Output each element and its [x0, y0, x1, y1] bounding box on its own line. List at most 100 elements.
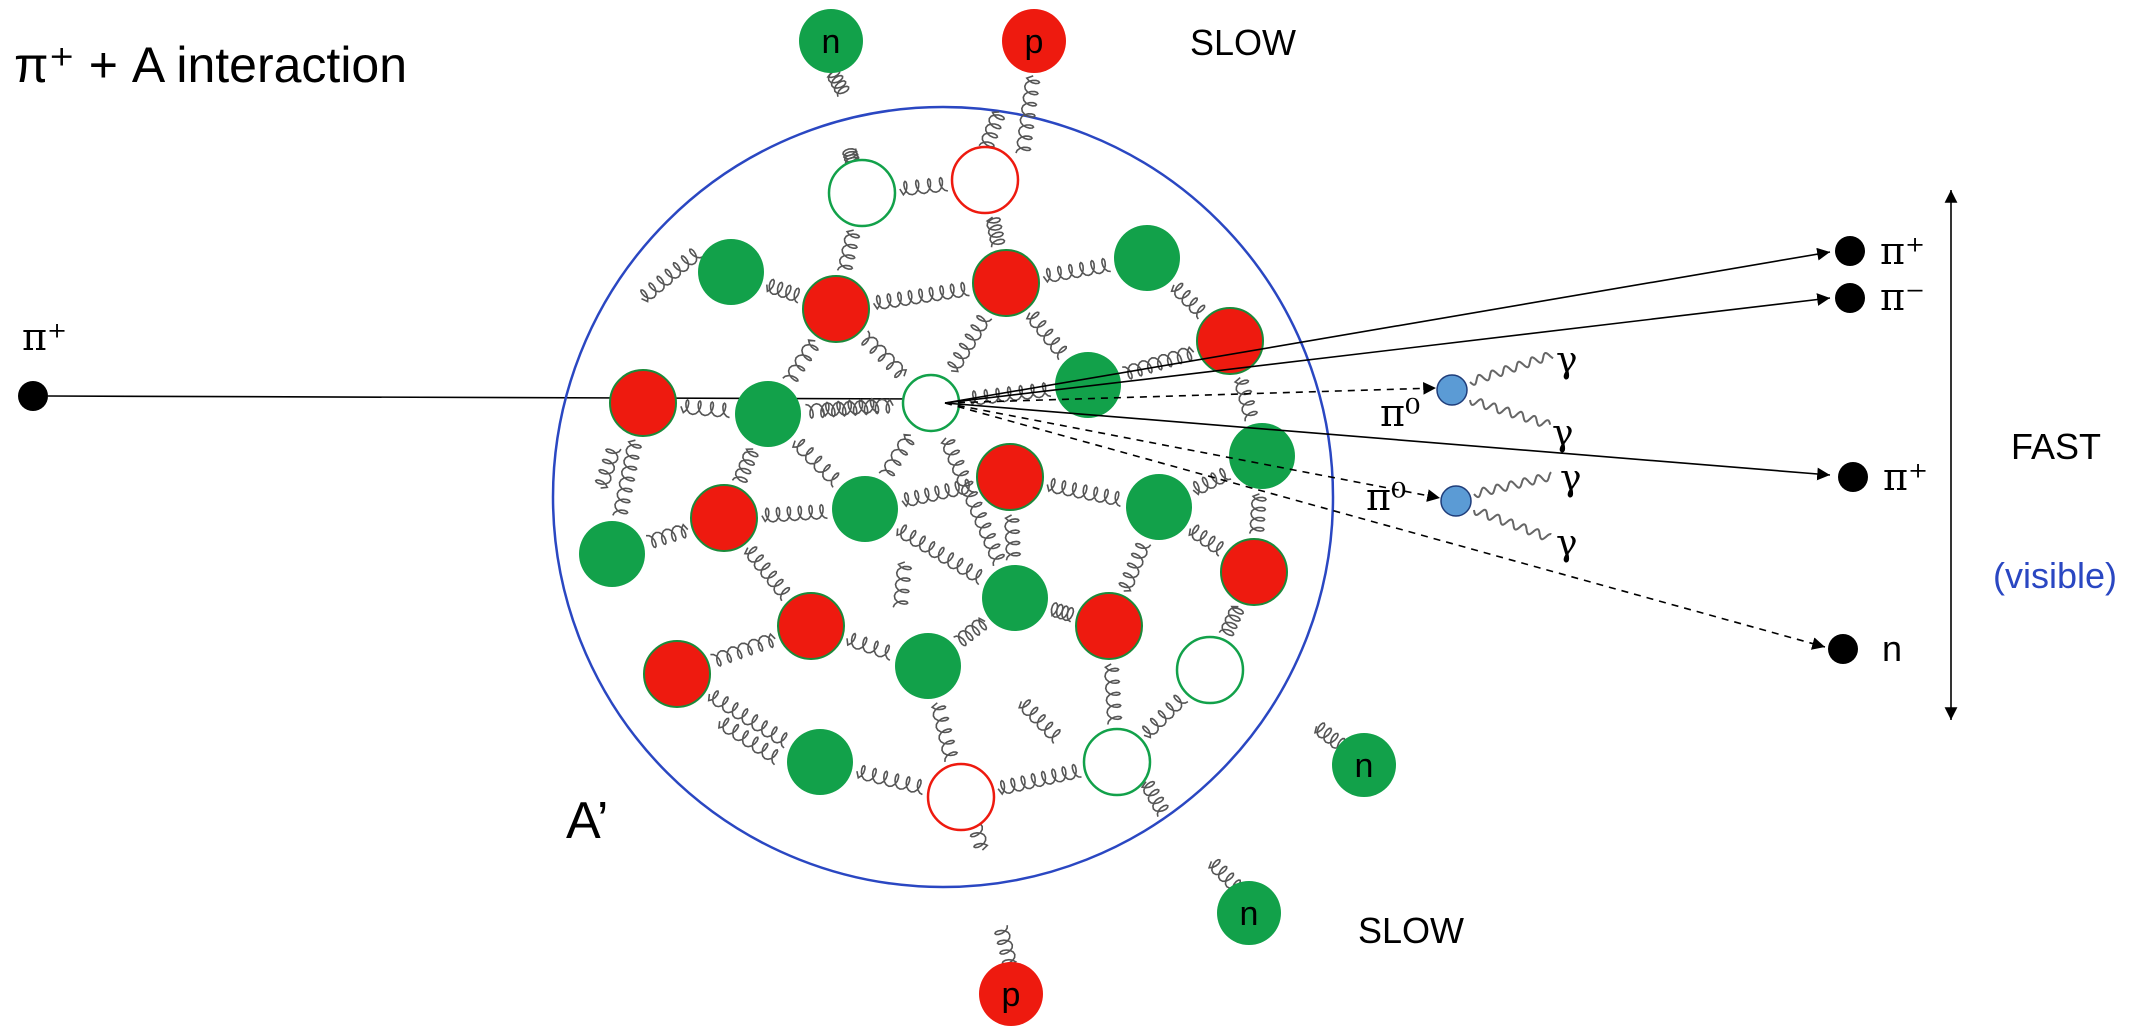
track-pi-plus-1: [944, 247, 1831, 404]
incoming-pion: [18, 381, 48, 411]
visible-label: (visible): [1993, 555, 2117, 596]
proton: [777, 592, 845, 660]
proton: [643, 640, 711, 708]
fast-label: FAST: [2011, 426, 2101, 467]
neutron: [787, 729, 853, 795]
gluon-spring: [846, 632, 891, 661]
gluon-spring: [940, 437, 1006, 566]
gluon-spring: [821, 397, 879, 417]
ejected-proton-bottom: [979, 962, 1043, 1026]
neutron-hole: [827, 158, 897, 228]
incoming-pion-label: π⁺: [22, 315, 67, 359]
neutron: [735, 381, 801, 447]
photon-3: [1473, 471, 1552, 499]
gluon-spring: [892, 561, 913, 608]
gluon-spring: [707, 690, 788, 749]
ejected-nucleons: n p n n p: [799, 9, 1396, 1026]
track-pi0-1: [944, 381, 1437, 404]
neutron-hole: [1175, 635, 1245, 705]
proton: [1075, 592, 1143, 660]
proton: [972, 249, 1040, 317]
gluon-spring: [731, 448, 759, 484]
proton: [690, 484, 758, 552]
gluon-spring: [791, 438, 840, 488]
gluon-spring: [1046, 477, 1121, 508]
gluon-spring: [896, 524, 983, 586]
slow-label-top: SLOW: [1190, 22, 1296, 63]
track-pi0-2: [944, 402, 1441, 502]
neutron: [1126, 474, 1192, 540]
pi0-label-1: π⁰: [1380, 391, 1420, 435]
gluon-spring: [1192, 467, 1232, 496]
proton: [1220, 538, 1288, 606]
track-pi-plus-2: [944, 402, 1831, 481]
gluon-spring: [1118, 542, 1152, 592]
gluon-spring: [1015, 75, 1041, 154]
photon-4: [1473, 508, 1552, 541]
slow-label-bottom: SLOW: [1358, 910, 1464, 951]
pi0-label-2: π⁰: [1366, 475, 1406, 519]
gluon-spring: [856, 764, 923, 796]
neutron: [698, 239, 764, 305]
gamma-label-2: γ: [1552, 413, 1574, 454]
gluon-spring: [901, 478, 975, 508]
gluon-spring: [953, 617, 988, 647]
photon-1: [1469, 352, 1554, 386]
gluon-spring: [612, 439, 643, 516]
outgoing-pi-plus-2: [1838, 462, 1868, 492]
pi0-1: [1436, 374, 1468, 406]
gluon-spring: [968, 381, 1052, 406]
gluon-springs: [594, 69, 1346, 967]
outgoing-label-pi-minus: π⁻: [1880, 275, 1925, 319]
gluon-spring: [985, 216, 1006, 248]
outgoing-label-pi-plus-1: π⁺: [1880, 229, 1925, 273]
track-neutron: [944, 402, 1826, 650]
gluon-spring: [1233, 376, 1259, 422]
ejected-neutron-bottom: [1217, 881, 1281, 945]
gluon-spring: [1042, 257, 1111, 284]
proton: [1196, 307, 1264, 375]
gluon-spring: [1248, 493, 1268, 534]
pi0-2: [1440, 485, 1472, 517]
neutron: [895, 633, 961, 699]
gamma-label-1: γ: [1556, 340, 1578, 381]
gluon-spring: [872, 281, 970, 311]
neutron: [832, 476, 898, 542]
gluon-spring: [1188, 524, 1224, 557]
track-pi-minus: [944, 293, 1831, 404]
outgoing-neutron: [1828, 634, 1858, 664]
gluon-spring: [680, 398, 730, 419]
gluon-spring: [978, 111, 1006, 148]
gluon-spring: [710, 632, 776, 667]
ejected-proton-top-symbol: p: [1025, 23, 1044, 61]
neutron: [982, 565, 1048, 631]
gamma-label-3: γ: [1560, 458, 1582, 499]
gamma-label-4: γ: [1556, 523, 1578, 564]
nucleus-label: A’: [566, 792, 608, 850]
diagram-title: π⁺ + A interaction: [14, 37, 407, 93]
gluon-spring: [743, 546, 791, 602]
gluon-spring: [826, 69, 850, 97]
gluon-spring: [640, 248, 704, 303]
gluon-spring: [717, 717, 779, 766]
gluon-spring: [861, 330, 908, 379]
outgoing-label-neutron: n: [1882, 628, 1902, 669]
gluon-spring: [646, 523, 689, 549]
gluon-spring: [1122, 345, 1195, 380]
neutron: [1055, 352, 1121, 418]
proton-hole: [926, 762, 996, 832]
gluon-spring: [994, 925, 1018, 967]
photon-2: [1469, 398, 1552, 427]
proton: [609, 369, 677, 437]
gluon-spring: [766, 278, 801, 304]
ejected-proton-bottom-symbol: p: [1002, 976, 1021, 1014]
proton: [976, 443, 1044, 511]
ejected-neutron-right-symbol: n: [1355, 747, 1374, 785]
gluon-spring: [997, 763, 1082, 796]
gluon-spring: [878, 433, 915, 477]
neutron-hole: [1082, 727, 1152, 797]
gluon-spring: [761, 503, 828, 523]
ejected-neutron-bottom-symbol: n: [1240, 895, 1259, 933]
outgoing-label-pi-plus-2: π⁺: [1883, 455, 1928, 499]
